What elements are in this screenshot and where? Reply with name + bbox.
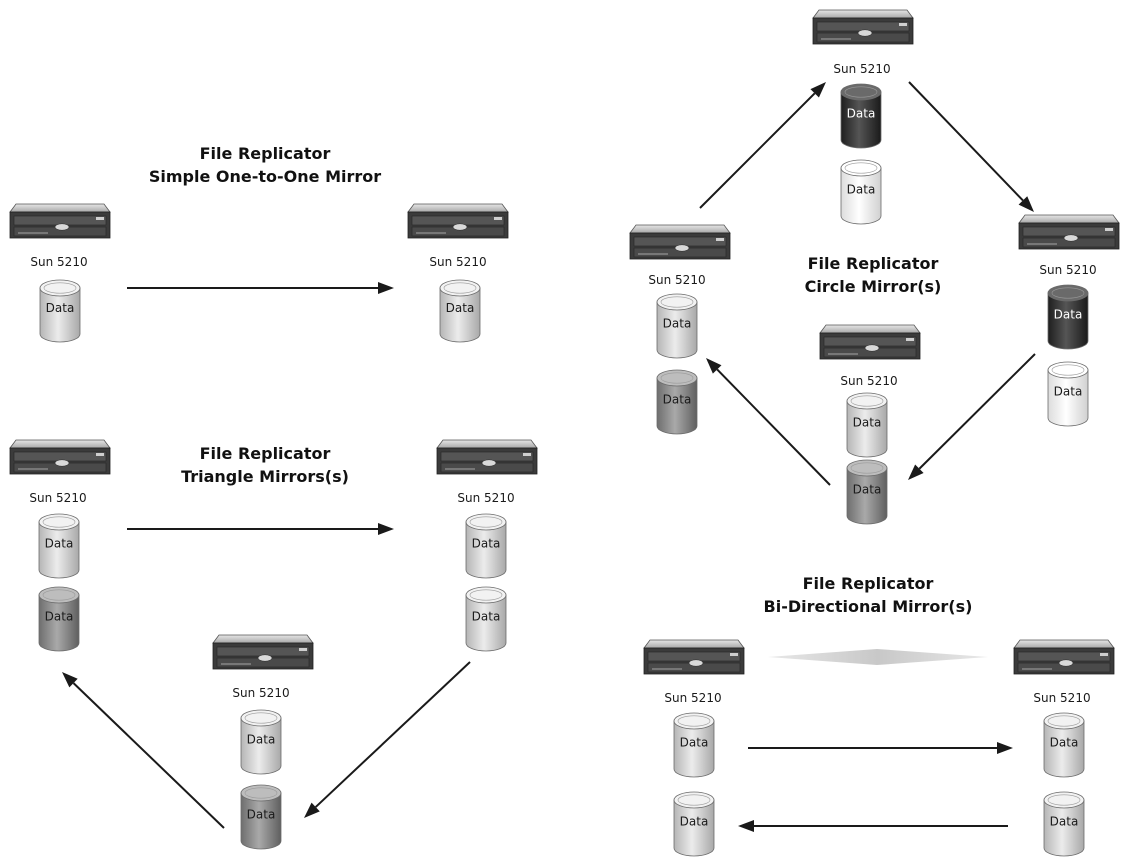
data-cylinder-circle-right-white: Data xyxy=(1047,361,1089,427)
server-label-triangle-left: Sun 5210 xyxy=(29,491,86,505)
server-one-to-one-left xyxy=(9,203,111,239)
title-triangle-line2: Triangle Mirrors(s) xyxy=(181,467,349,486)
data-cylinder-triangle-right-top: Data xyxy=(465,513,507,579)
server-label-one-to-one-left: Sun 5210 xyxy=(30,255,87,269)
data-cylinder-triangle-bottom-bottom-label: Data xyxy=(247,807,276,821)
data-cylinder-circle-right-white-label: Data xyxy=(1054,384,1083,398)
data-cylinder-bidirectional-right-top: Data xyxy=(1043,712,1085,778)
arrow-bidirectional-back xyxy=(738,820,1008,832)
server-label-triangle-right: Sun 5210 xyxy=(457,491,514,505)
server-circle-top xyxy=(812,9,914,45)
title-bidirectional-line2: Bi-Directional Mirror(s) xyxy=(764,597,973,616)
arrow-triangle-bottom-to-left xyxy=(62,672,225,829)
server-label-bidirectional-right: Sun 5210 xyxy=(1033,691,1090,705)
server-label-circle-bottom: Sun 5210 xyxy=(840,374,897,388)
data-cylinder-triangle-right-bottom-label: Data xyxy=(472,609,501,623)
data-cylinder-circle-left-bottom-label: Data xyxy=(663,392,692,406)
data-cylinder-triangle-bottom-top-label: Data xyxy=(247,732,276,746)
arrow-bidirectional-forward xyxy=(748,742,1013,754)
arrow-circle-left-to-top xyxy=(699,82,826,209)
data-cylinder-triangle-right-top-label: Data xyxy=(472,536,501,550)
data-cylinder-one-to-one-left-label: Data xyxy=(46,301,75,315)
data-cylinder-circle-top-white: Data xyxy=(840,159,882,225)
title-bidirectional-line1: File Replicator xyxy=(803,574,934,593)
server-triangle-left xyxy=(9,439,111,475)
arrow-circle-bottom-to-left xyxy=(706,358,831,486)
data-cylinder-triangle-left-bottom: Data xyxy=(38,586,80,652)
server-label-triangle-bottom: Sun 5210 xyxy=(232,686,289,700)
server-circle-right xyxy=(1018,214,1120,250)
server-bidirectional-left xyxy=(643,639,745,675)
data-cylinder-circle-left-top-label: Data xyxy=(663,316,692,330)
data-cylinder-triangle-left-top: Data xyxy=(38,513,80,579)
server-one-to-one-right xyxy=(407,203,509,239)
data-cylinder-circle-top-dark: Data xyxy=(840,83,882,149)
arrow-circle-top-to-right xyxy=(908,81,1034,212)
data-cylinder-circle-top-dark-label: Data xyxy=(847,106,876,120)
data-cylinder-triangle-left-top-label: Data xyxy=(45,536,74,550)
arrows-layer xyxy=(62,81,1036,832)
server-triangle-bottom xyxy=(212,634,314,670)
data-cylinder-circle-right-dark: Data xyxy=(1047,284,1089,350)
data-cylinder-circle-bottom-top-label: Data xyxy=(853,415,882,429)
data-cylinder-bidirectional-right-top-label: Data xyxy=(1050,735,1079,749)
arrow-triangle-right-to-bottom xyxy=(304,661,471,818)
server-label-circle-top: Sun 5210 xyxy=(833,62,890,76)
data-cylinder-triangle-bottom-bottom: Data xyxy=(240,784,282,850)
server-label-bidirectional-left: Sun 5210 xyxy=(664,691,721,705)
title-triangle-line1: File Replicator xyxy=(200,444,331,463)
data-cylinder-triangle-left-bottom-label: Data xyxy=(45,609,74,623)
server-bidirectional-right xyxy=(1013,639,1115,675)
data-cylinder-circle-top-white-label: Data xyxy=(847,182,876,196)
data-cylinder-circle-left-top: Data xyxy=(656,293,698,359)
data-cylinder-bidirectional-left-top: Data xyxy=(673,712,715,778)
data-cylinder-bidirectional-left-top-label: Data xyxy=(680,735,709,749)
data-cylinder-circle-bottom-bottom: Data xyxy=(846,459,888,525)
server-triangle-right xyxy=(436,439,538,475)
server-label-circle-right: Sun 5210 xyxy=(1039,263,1096,277)
arrow-triangle-top xyxy=(127,523,394,535)
data-cylinder-triangle-bottom-top: Data xyxy=(240,709,282,775)
server-circle-left xyxy=(629,224,731,260)
data-cylinder-bidirectional-left-bottom-label: Data xyxy=(680,814,709,828)
data-cylinder-circle-bottom-top: Data xyxy=(846,392,888,458)
arrow-one-to-one xyxy=(127,282,394,294)
server-circle-bottom xyxy=(819,324,921,360)
title-one-to-one-line2: Simple One-to-One Mirror xyxy=(149,167,381,186)
title-circle-line1: File Replicator xyxy=(808,254,939,273)
data-cylinder-circle-right-dark-label: Data xyxy=(1054,307,1083,321)
connection-band xyxy=(768,649,988,665)
data-cylinder-one-to-one-right: Data xyxy=(439,279,481,343)
arrow-circle-right-to-bottom xyxy=(908,353,1036,480)
title-one-to-one-line1: File Replicator xyxy=(200,144,331,163)
data-cylinder-bidirectional-left-bottom: Data xyxy=(673,791,715,857)
data-cylinder-bidirectional-right-bottom-label: Data xyxy=(1050,814,1079,828)
data-cylinder-circle-bottom-bottom-label: Data xyxy=(853,482,882,496)
server-label-circle-left: Sun 5210 xyxy=(648,273,705,287)
data-cylinder-triangle-right-bottom: Data xyxy=(465,586,507,652)
title-circle-line2: Circle Mirror(s) xyxy=(805,277,942,296)
data-cylinder-bidirectional-right-bottom: Data xyxy=(1043,791,1085,857)
data-cylinder-one-to-one-right-label: Data xyxy=(446,301,475,315)
data-cylinder-circle-left-bottom: Data xyxy=(656,369,698,435)
data-cylinder-one-to-one-left: Data xyxy=(39,279,81,343)
server-label-one-to-one-right: Sun 5210 xyxy=(429,255,486,269)
